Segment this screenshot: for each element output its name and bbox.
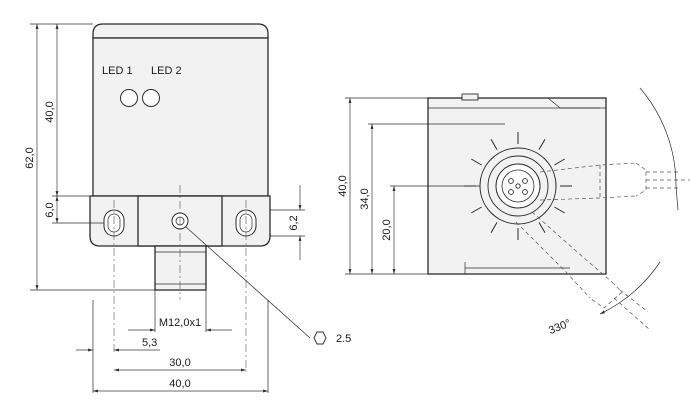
ring-tick (554, 158, 566, 166)
rotation-arc (639, 87, 677, 187)
ring-tick (490, 138, 498, 150)
dim-connector-height: 34,0 (359, 188, 371, 209)
dim-thread: M12,0x1 (159, 317, 201, 329)
dim-center-height: 20,0 (381, 219, 393, 240)
rotation-ring (464, 132, 572, 240)
ring-tick (554, 206, 566, 214)
housing-top-cap (92, 23, 269, 39)
dim-offset: 5,3 (142, 337, 157, 349)
housing-body (92, 37, 269, 197)
ring-tick (470, 158, 482, 166)
m12-connector (154, 245, 207, 291)
dim-flange-height: 6,0 (44, 202, 56, 217)
ring-tick (538, 138, 546, 150)
rotation-angle: 330° (547, 317, 573, 337)
dim-total-height: 62,0 (24, 147, 36, 168)
dim-hole-height: 6,2 (288, 215, 300, 230)
front-view: LED 1 LED 2 62,0 (24, 23, 351, 393)
cable-position-right (539, 162, 690, 201)
side-view: 330° 40,0 34,0 20,0 (337, 87, 690, 337)
led-1-indicator (120, 89, 138, 107)
ring-tick (470, 206, 482, 214)
led-2-label: LED 2 (151, 65, 182, 77)
m12-connector-face (479, 147, 557, 225)
ring-tick (538, 222, 546, 234)
led-1-label: LED 1 (102, 65, 133, 77)
dim-width: 40,0 (169, 378, 190, 390)
dim-side-height: 40,0 (337, 175, 349, 196)
ring-tick (490, 222, 498, 234)
dim-body-height: 40,0 (44, 101, 56, 122)
hex-key-icon (313, 331, 327, 345)
cable-position-down (515, 211, 651, 331)
dim-hole-spacing: 30,0 (169, 357, 190, 369)
led-2-indicator (142, 89, 160, 107)
hex-key-size: 2.5 (336, 333, 351, 345)
